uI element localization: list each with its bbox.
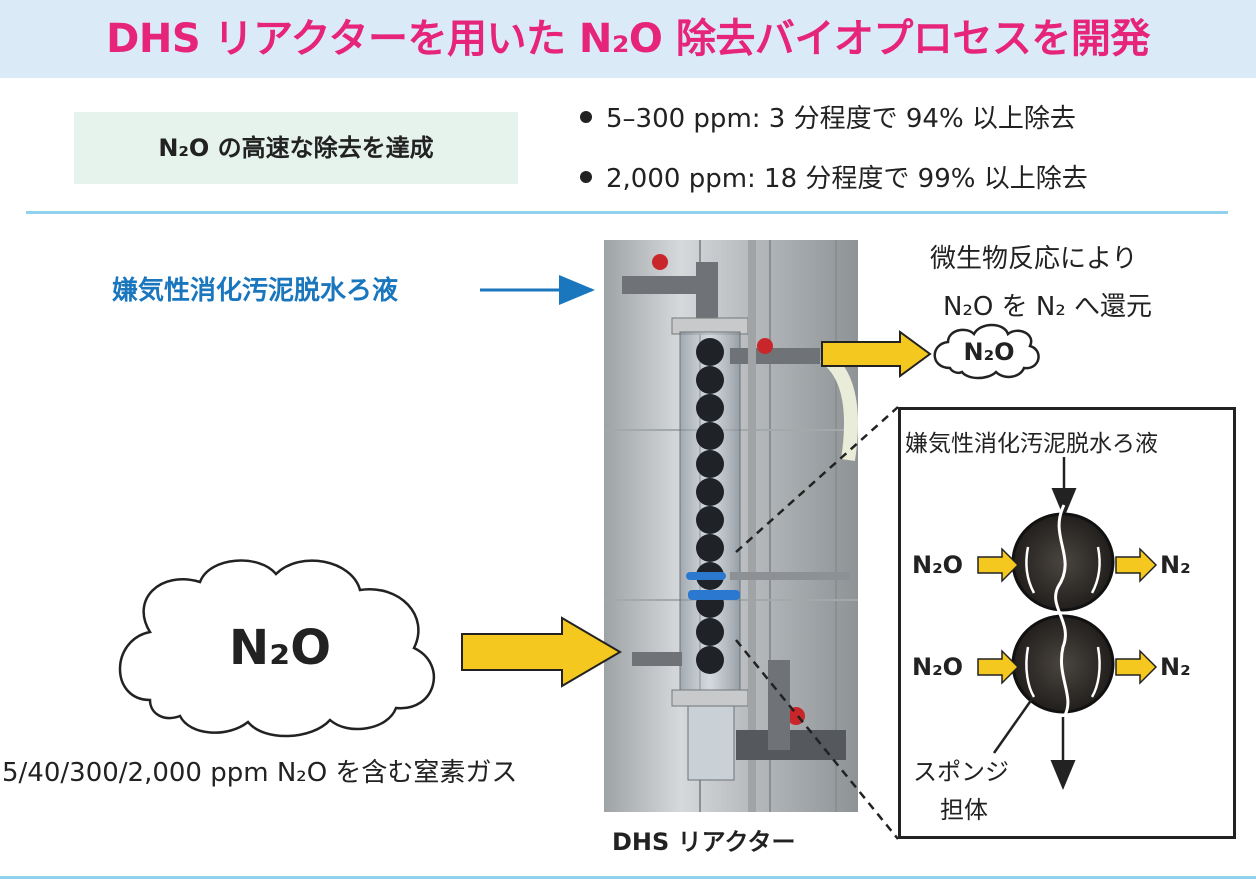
result-text: 5–300 ppm: 3 分程度で 94% 以上除去 — [606, 104, 1076, 134]
sponge-inset-graphics — [977, 457, 1158, 790]
influent-label: 嫌気性消化汚泥脱水ろ液 — [112, 276, 399, 306]
title-bar — [0, 0, 1256, 78]
off-gas-label: N₂O — [963, 338, 1015, 366]
inset-input-label: N₂O — [912, 653, 963, 681]
large-cloud-icon — [118, 559, 436, 738]
zoom-line-bottom — [735, 639, 899, 840]
reactor-photo — [604, 240, 858, 812]
bullet-icon — [580, 110, 592, 123]
achievement-label: N₂O の高速な除去を達成 — [158, 134, 434, 162]
input-gas-caption: 5/40/300/2,000 ppm N₂O を含む窒素ガス — [2, 758, 518, 788]
inset-input-label: N₂O — [912, 551, 963, 579]
n2-out-arrow — [1115, 649, 1158, 685]
reactor-caption: DHS リアクター — [612, 828, 796, 856]
inset-output-label: N₂ — [1160, 653, 1191, 681]
divider — [0, 876, 1256, 879]
sponge-pointer — [992, 698, 1034, 754]
page-title: DHS リアクターを用いた N₂O 除去バイオプロセスを開発 — [106, 16, 1150, 62]
inlet-arrow — [461, 616, 622, 688]
inset-output-label: N₂ — [1160, 551, 1191, 579]
sponge-label-line1: スポンジ — [913, 758, 1009, 786]
achievement-box — [74, 112, 518, 184]
sponge-label-line2: 担体 — [940, 796, 988, 824]
outlet-arrow — [821, 330, 932, 378]
input-gas-label: N₂O — [229, 620, 331, 676]
n2o-in-arrow — [977, 649, 1020, 685]
small-cloud-icon — [933, 323, 1040, 380]
result-item: 5–300 ppm: 3 分程度で 94% 以上除去 — [580, 98, 1076, 135]
n2-out-arrow — [1115, 547, 1158, 583]
bullet-icon — [580, 170, 592, 183]
result-text: 2,000 ppm: 18 分程度で 99% 以上除去 — [606, 164, 1088, 194]
liquid-flow-path — [1054, 504, 1070, 718]
reaction-label-line1: 微生物反応により — [930, 244, 1138, 274]
inset-influent-label: 嫌気性消化汚泥脱水ろ液 — [905, 431, 1158, 457]
divider — [26, 211, 1228, 214]
reaction-label-line2: N₂O を N₂ へ還元 — [943, 292, 1153, 322]
sponge-carrier-top — [1011, 512, 1115, 612]
result-item: 2,000 ppm: 18 分程度で 99% 以上除去 — [580, 158, 1088, 195]
n2o-in-arrow — [977, 547, 1020, 583]
